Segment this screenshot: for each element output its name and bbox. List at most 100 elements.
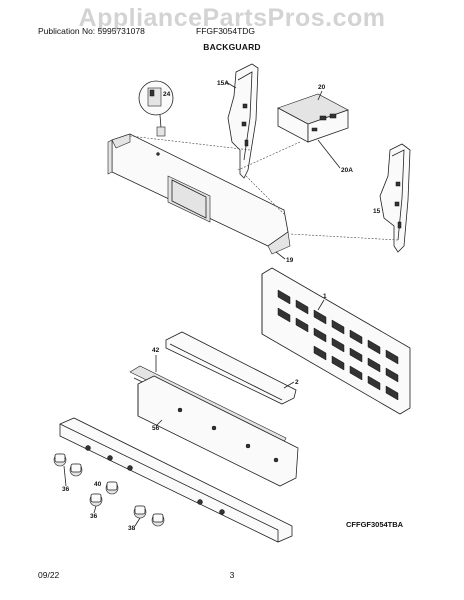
backguard-end xyxy=(107,139,113,175)
callout-20: 20 xyxy=(318,84,326,91)
callout-15A: 15A xyxy=(217,80,229,87)
knob-hole xyxy=(219,509,225,515)
callout-19: 19 xyxy=(286,257,294,264)
bracket-slot xyxy=(397,221,402,229)
watermark: AppliancePartsPros.com xyxy=(78,4,386,32)
part-56-manifold-panel: 56 xyxy=(137,375,299,487)
alignment-line xyxy=(289,233,399,241)
model-number: FFGF3054TDG xyxy=(196,26,256,36)
panel-hole xyxy=(273,457,279,463)
vent-slot xyxy=(367,375,381,391)
bracket-slot xyxy=(244,139,249,147)
panel-hole xyxy=(211,425,217,431)
callout-42: 42 xyxy=(152,347,160,354)
board-chip xyxy=(329,113,337,119)
knob-grip xyxy=(134,505,146,515)
callout-38: 38 xyxy=(128,525,136,532)
knob xyxy=(53,453,67,467)
bracket-15-outline xyxy=(379,143,411,253)
panel-hole xyxy=(177,407,183,413)
bracket-15-edge xyxy=(391,149,405,241)
knob xyxy=(89,493,103,507)
knob xyxy=(133,505,147,519)
panel-screw-hole xyxy=(156,152,160,156)
board-chip xyxy=(319,115,327,121)
vent-slot xyxy=(385,385,399,401)
knob xyxy=(69,463,83,477)
part-2-rail: 2 xyxy=(165,331,299,405)
bracket-hole xyxy=(395,181,401,187)
leader-19 xyxy=(275,251,286,260)
vent-slot xyxy=(331,319,345,335)
leader-36-lower xyxy=(93,505,97,514)
knob-grip xyxy=(106,481,118,491)
callout-56: 56 xyxy=(152,425,160,432)
callout-40: 40 xyxy=(94,481,102,488)
vent-slot xyxy=(277,307,291,323)
vent-slot xyxy=(295,299,309,315)
vent-slot xyxy=(313,327,327,343)
panel-40-edge xyxy=(59,423,279,542)
part-1-rear-cover: 1 xyxy=(261,267,411,415)
leader-20A xyxy=(317,139,341,169)
burner-knobs: 36 36 38 xyxy=(53,453,165,532)
vent-slot xyxy=(349,365,363,381)
leader-24 xyxy=(159,114,162,129)
vent-slot xyxy=(367,357,381,373)
part-15A-bracket: 15A xyxy=(217,63,259,179)
knob-grip xyxy=(152,513,164,523)
vent-slot xyxy=(367,339,381,355)
leader-1 xyxy=(317,299,325,311)
callout-1: 1 xyxy=(323,293,327,300)
bracket-hole xyxy=(242,103,248,109)
alignment-line xyxy=(245,175,285,215)
leader-15A xyxy=(225,81,237,89)
bracket-hole xyxy=(394,201,400,207)
rail-2-body xyxy=(165,331,297,405)
backguard-front-face xyxy=(111,133,289,247)
part-15-bracket: 15 xyxy=(373,143,411,253)
alignment-line xyxy=(237,141,301,171)
bracket-hole xyxy=(241,121,247,127)
display-window xyxy=(167,175,211,223)
backguard-top-edge xyxy=(111,133,131,149)
part-19-backguard: 19 xyxy=(107,133,399,264)
vent-slot xyxy=(295,317,309,333)
knob-grip xyxy=(70,463,82,473)
footer-page-number: 3 xyxy=(229,570,235,580)
part-24-switch: 24 xyxy=(138,80,174,137)
knob-hole xyxy=(107,455,113,461)
leader-56 xyxy=(155,419,163,427)
section-title: BACKGUARD xyxy=(203,42,261,52)
vent-slot xyxy=(331,355,345,371)
part-40-control-panel: 40 xyxy=(59,417,293,543)
publication-number: Publication No: 5995731078 xyxy=(38,26,145,36)
backguard-bottom-lip xyxy=(267,231,291,255)
callout-20A: 20A xyxy=(341,167,353,174)
bracket-15A-edge xyxy=(237,71,253,161)
callout-36-lower: 36 xyxy=(90,513,98,520)
knob-hole xyxy=(85,445,91,451)
display-window-inner xyxy=(171,179,207,219)
callout-2: 2 xyxy=(295,379,299,386)
vent-slot xyxy=(349,329,363,345)
switch-rocker xyxy=(149,89,155,97)
vent-slot xyxy=(313,309,327,325)
alignment-line xyxy=(129,135,251,151)
callout-36-upper: 36 xyxy=(62,486,70,493)
knob-grip xyxy=(90,493,102,503)
rail-2-edge xyxy=(169,343,283,401)
bracket-15A-outline xyxy=(227,63,259,179)
switch-small xyxy=(156,126,166,137)
leader-36-upper xyxy=(63,465,67,487)
knob-grip xyxy=(54,453,66,463)
footer-date: 09/22 xyxy=(38,570,60,580)
knob-hole xyxy=(127,465,133,471)
knob-hole xyxy=(197,499,203,505)
panel-hole xyxy=(245,443,251,449)
vent-slot xyxy=(385,367,399,383)
figure-code: CFFGF3054TBA xyxy=(346,520,404,529)
vent-slot xyxy=(331,337,345,353)
vent-slot xyxy=(313,345,327,361)
